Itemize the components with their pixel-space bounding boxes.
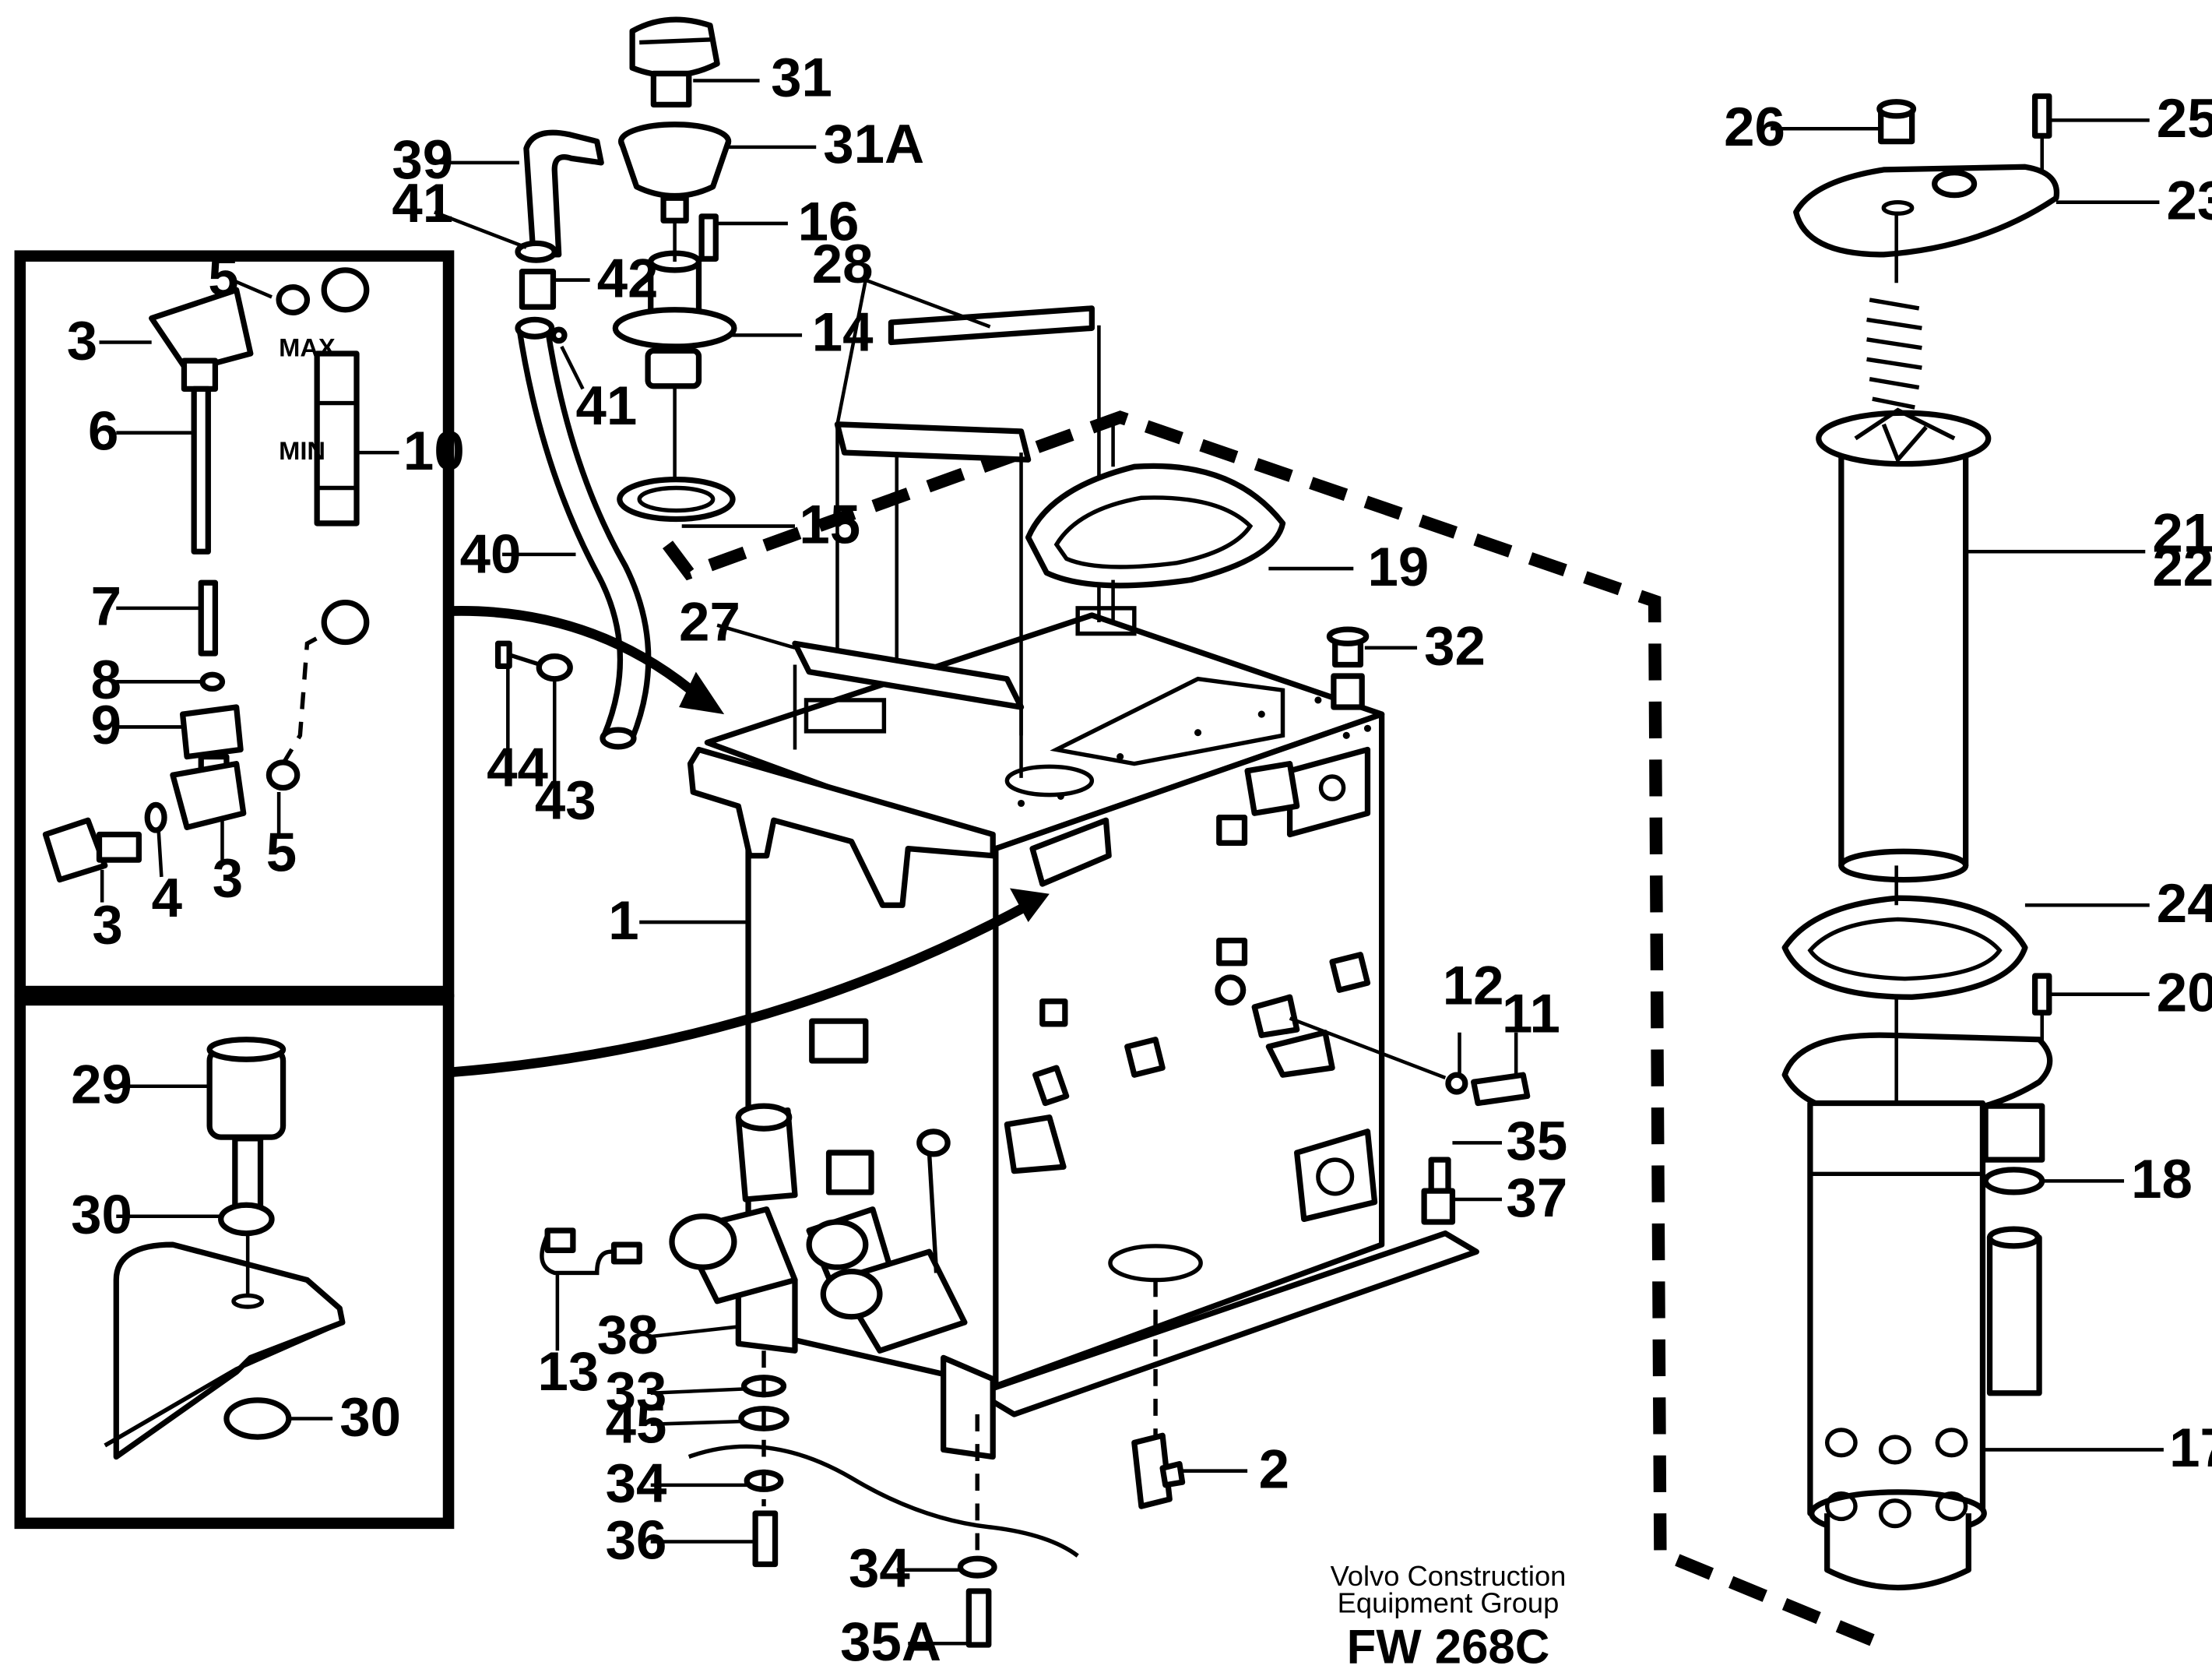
callout-26: 26 [1724, 97, 1785, 158]
inset-callout-30-upper: 30 [71, 1185, 132, 1246]
callout-19: 19 [1367, 537, 1429, 598]
callout-20: 20 [2157, 962, 2212, 1023]
gauge-max-label: MAX [279, 333, 336, 362]
callout-labels: 31 39 31A 41 16 42 28 14 41 15 40 19 27 … [67, 47, 2212, 1673]
flow-arrows [452, 606, 1050, 1077]
callout-2: 2 [1259, 1438, 1289, 1500]
callout-44: 44 [487, 738, 548, 799]
callout-41-lower: 41 [575, 375, 637, 437]
inset-callout-5-lower: 5 [266, 822, 297, 884]
inset-callout-8: 8 [91, 650, 121, 711]
dashed-outline [662, 410, 1894, 1654]
inset-callout-3-right: 3 [213, 847, 243, 909]
callout-14: 14 [812, 301, 874, 363]
inset-callout-9: 9 [91, 695, 121, 756]
return-filter-assembly [1781, 93, 2060, 1591]
callout-11: 11 [1502, 984, 1560, 1045]
callout-17: 17 [2169, 1417, 2212, 1479]
breather-inset [104, 1037, 346, 1460]
inset-callout-29: 29 [71, 1055, 132, 1116]
callout-35: 35 [1506, 1111, 1567, 1172]
inset-callout-4: 4 [152, 868, 182, 929]
callout-42: 42 [597, 248, 659, 309]
callout-16: 16 [798, 192, 860, 253]
inset-callout-7: 7 [91, 576, 121, 638]
inset-callout-30-lower: 30 [339, 1386, 401, 1448]
callout-33: 33 [606, 1361, 667, 1423]
inset-callout-10: 10 [403, 421, 465, 482]
gauge-min-label: MIN [279, 436, 325, 465]
inset-callout-3-left: 3 [92, 894, 122, 956]
callout-31: 31 [771, 47, 832, 108]
credit-line-1: Volvo Construction [1331, 1560, 1567, 1592]
callout-34-left: 34 [606, 1453, 667, 1515]
callout-22: 22 [2152, 537, 2212, 598]
callout-21: 21 [2152, 502, 2212, 564]
leader-lines [99, 79, 2164, 1646]
callout-24: 24 [2157, 873, 2212, 935]
callout-43: 43 [535, 769, 596, 831]
filler-assembly [494, 16, 1531, 1648]
callout-36: 36 [606, 1509, 667, 1571]
callout-25: 25 [2157, 88, 2212, 150]
callout-15: 15 [799, 494, 860, 555]
credit-line-2: Equipment Group [1338, 1586, 1560, 1618]
callout-12: 12 [1443, 955, 1504, 1016]
hydraulic-tank [669, 606, 1479, 1460]
drawing-code: FW 268C [1347, 1621, 1550, 1674]
callout-39: 39 [392, 129, 453, 191]
callout-31a: 31A [823, 114, 924, 175]
inset-callout-5-upper: 5 [208, 247, 238, 308]
callout-27: 27 [679, 592, 740, 653]
callout-34-right: 34 [849, 1538, 910, 1600]
callout-37: 37 [1506, 1167, 1567, 1229]
callout-40: 40 [460, 523, 522, 585]
callout-35a: 35A [840, 1611, 941, 1673]
inset-frames [14, 250, 455, 1530]
callout-18: 18 [2131, 1149, 2193, 1210]
callout-1: 1 [608, 890, 638, 952]
callout-13: 13 [537, 1341, 599, 1403]
inset-callout-3-upper: 3 [67, 310, 97, 371]
callout-45: 45 [606, 1393, 667, 1455]
callout-23: 23 [2167, 170, 2212, 231]
inset-callout-6: 6 [88, 400, 118, 462]
callout-28: 28 [812, 234, 874, 295]
callout-38: 38 [597, 1305, 659, 1366]
level-gauge-inset: MAX MIN [42, 267, 370, 883]
credit-block: Volvo Construction Equipment Group FW 26… [1331, 1560, 1567, 1674]
callout-32: 32 [1424, 616, 1486, 678]
callout-41-upper: 41 [392, 173, 453, 234]
